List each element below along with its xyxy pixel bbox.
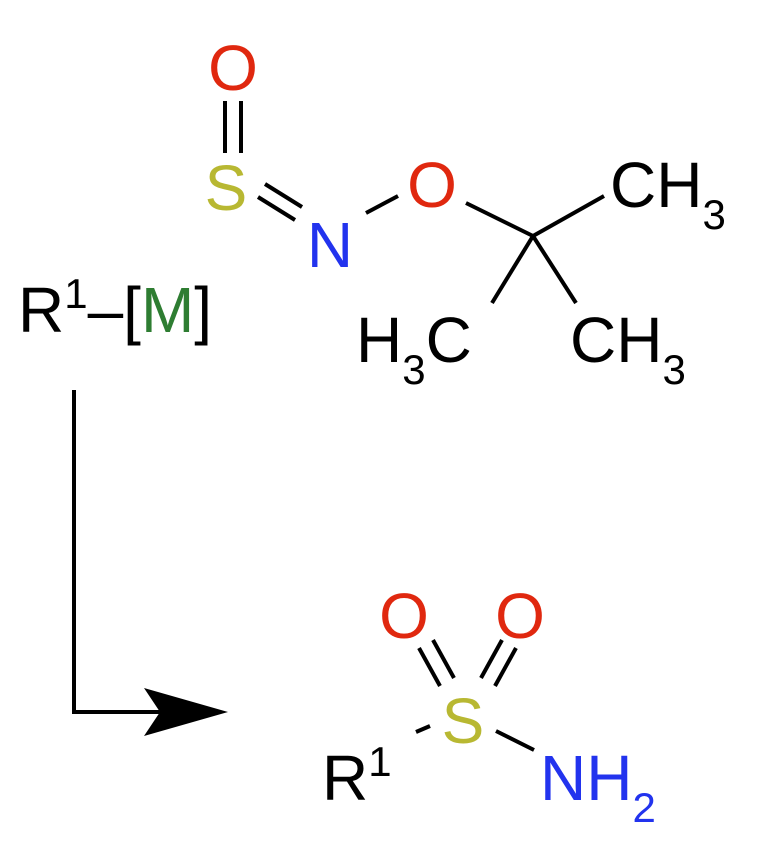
- organometallic-reagent: R1–[M]: [18, 270, 212, 346]
- atom-sulfur: S: [205, 152, 248, 224]
- bond-s-o-right-b: [493, 647, 518, 687]
- bond-s-o-right-a: [479, 639, 504, 679]
- organometallic-metal: M: [141, 274, 194, 346]
- methyl-left-subscript: 3: [402, 346, 425, 393]
- product-structure: O O S R1 NH2: [322, 580, 656, 831]
- product-r: R: [322, 742, 368, 814]
- methyl-top-label: CH3: [610, 149, 726, 238]
- bond-o-c: [465, 201, 534, 238]
- atom-oxo-oxygen: O: [208, 32, 258, 104]
- organometallic-r: R: [18, 274, 64, 346]
- methyl-right-label: CH3: [570, 304, 686, 393]
- bond-r-s: [415, 724, 431, 734]
- atom-nitrogen: N: [307, 209, 353, 281]
- product-nh: NH: [540, 742, 632, 814]
- methyl-left-h: H: [356, 304, 402, 376]
- methyl-right-ch: CH: [570, 304, 662, 376]
- product-amine-label: NH2: [540, 742, 656, 831]
- reagent-structure: O S N O CH3 H3C CH3: [205, 32, 726, 393]
- bond-s-o-left-a: [417, 647, 442, 687]
- methyl-top-subscript: 3: [702, 191, 725, 238]
- bond-c-methyl-left: [490, 234, 535, 305]
- bond-s-n-double-b: [256, 195, 297, 222]
- reaction-arrow-head: [144, 688, 228, 736]
- organometallic-label: R1–[M]: [18, 270, 212, 346]
- bond-c-methyl-top: [532, 194, 605, 238]
- methyl-right-subscript: 3: [662, 346, 685, 393]
- bond-s-n: [495, 729, 535, 752]
- product-r-superscript: 1: [368, 738, 391, 785]
- methyl-left-label: H3C: [356, 304, 472, 393]
- reaction-arrow: [72, 390, 228, 736]
- product-oxygen-right: O: [495, 580, 545, 652]
- organometallic-open-bracket: [: [123, 274, 141, 346]
- methyl-top-ch: CH: [610, 149, 702, 221]
- bond-s-n-double-a: [263, 182, 304, 209]
- organometallic-dash: –: [88, 274, 124, 346]
- product-oxygen-left: O: [379, 580, 429, 652]
- product-sulfur: S: [442, 685, 485, 757]
- product-r-label: R1: [322, 738, 392, 814]
- methyl-left-c: C: [426, 304, 472, 376]
- bond-n-o: [365, 194, 399, 215]
- organometallic-r-superscript: 1: [64, 270, 87, 317]
- organometallic-close-bracket: ]: [194, 274, 212, 346]
- bond-c-methyl-right: [531, 234, 578, 305]
- product-nh-subscript: 2: [632, 784, 655, 831]
- bond-s-o-left-b: [431, 639, 456, 679]
- reaction-arrow-line: [72, 390, 160, 714]
- atom-ether-oxygen: O: [407, 149, 457, 221]
